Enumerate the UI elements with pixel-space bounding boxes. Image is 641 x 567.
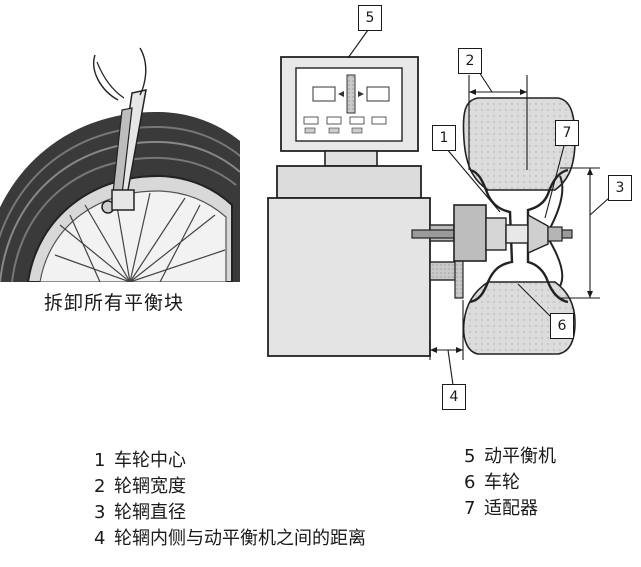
callout-4: 4	[442, 384, 466, 410]
wheel-cross-section	[411, 97, 576, 355]
callout-3: 3	[608, 175, 632, 201]
callout-6: 6	[550, 313, 574, 339]
callout-2: 2	[458, 48, 482, 74]
balancing-machine	[267, 56, 464, 357]
weight-removal-tool	[93, 47, 147, 211]
dimension-arrowheads	[430, 89, 593, 353]
tire-illustration	[0, 111, 240, 282]
left-caption: 拆卸所有平衡块	[44, 292, 185, 314]
callout-7: 7	[555, 120, 579, 146]
callout-5: 5	[358, 5, 382, 31]
callout-1: 1	[432, 125, 456, 151]
